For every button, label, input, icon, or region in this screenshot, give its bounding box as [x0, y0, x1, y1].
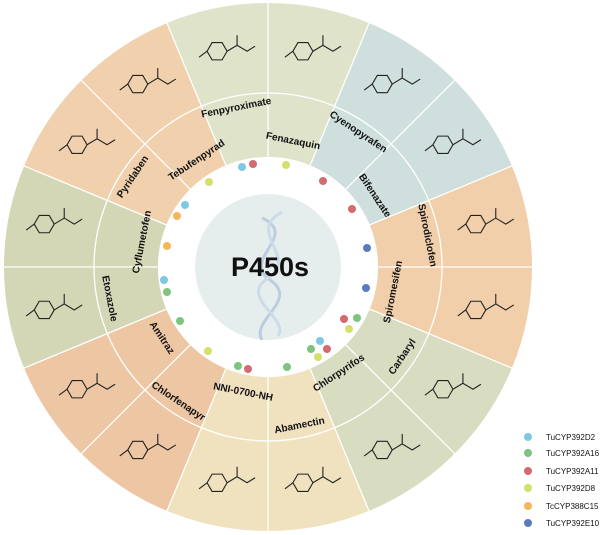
molecule-structure-icon	[119, 68, 177, 94]
legend-dot	[524, 467, 532, 475]
molecule-structure-icon	[198, 466, 256, 492]
legend-dot	[524, 519, 532, 527]
molecule-structure-icon	[457, 293, 515, 320]
dot-tucyp392a16	[176, 317, 184, 325]
dot-tccyp388c15	[163, 242, 171, 250]
sector-fenazaquin	[268, 3, 370, 166]
sector-pyridaben	[24, 80, 191, 225]
dna-icon	[257, 210, 283, 341]
molecule-structure-icon	[58, 128, 116, 154]
sector-carbaryl	[345, 309, 512, 454]
sector-chlorpyrifos	[310, 344, 455, 511]
sector-cyenopyrafen	[310, 23, 455, 190]
sector-etoxazole	[4, 267, 167, 369]
divider-line	[79, 78, 191, 190]
molecule-structure-icon	[284, 35, 342, 61]
divider-line	[21, 308, 167, 370]
legend-item: TuCYP392D2	[524, 433, 596, 442]
dot-tucyp392a16	[353, 314, 361, 322]
legend-dot	[524, 433, 532, 441]
legend-dot	[524, 484, 532, 492]
sector-cyflumetofen	[4, 165, 167, 267]
molecule-structure-icon	[119, 433, 177, 460]
center-title: P450s	[231, 252, 309, 282]
molecule-structure-icon	[25, 208, 83, 234]
dot-tucyp392d8	[204, 347, 212, 355]
legend-label: TcCYP388C15	[546, 502, 599, 511]
sector-ring	[4, 2, 532, 531]
enzyme-dots	[160, 160, 371, 373]
divider-line	[345, 78, 457, 190]
ring-divider	[93, 92, 443, 442]
divider-line	[345, 344, 457, 456]
dot-tucyp392a16	[163, 288, 171, 296]
legend-dot	[524, 449, 532, 457]
legend-label: TuCYP392D8	[546, 484, 596, 493]
divider-lines	[2, 1, 534, 533]
legend-label: TuCYP392A11	[546, 467, 599, 476]
dot-tucyp392d8	[345, 325, 353, 333]
molecule-structure-icon	[58, 373, 116, 399]
molecule-structure-icon	[363, 68, 421, 94]
divider-line	[369, 308, 515, 370]
sector-spirodiclofen	[369, 165, 532, 267]
dot-tucyp392e10	[362, 284, 370, 292]
legend-label: TuCYP392E10	[546, 519, 600, 528]
molecule-structure-icon	[424, 373, 482, 399]
dot-tucyp392e10	[363, 244, 371, 252]
legend-label: TuCYP392A16	[546, 449, 600, 458]
divider-line	[309, 368, 371, 514]
divider-line	[165, 368, 227, 514]
sector-spiromesifen	[369, 267, 532, 369]
dot-tucyp392a11	[319, 177, 327, 185]
legend-label: TuCYP392D2	[546, 433, 596, 442]
center-disc	[195, 194, 341, 340]
dot-tucyp392d8	[314, 353, 322, 361]
molecule-structure-icon	[363, 433, 421, 460]
molecule-structure-icon	[284, 466, 342, 492]
dot-tucyp392a11	[249, 160, 257, 168]
molecule-structure-icon	[457, 208, 515, 234]
molecule-structure-icon	[25, 293, 83, 320]
legend-item: TcCYP388C15	[524, 502, 599, 511]
legend-item: TuCYP392D8	[524, 484, 596, 493]
dot-tucyp392a11	[323, 345, 331, 353]
divider-line	[309, 20, 371, 166]
dot-tucyp392a11	[340, 315, 348, 323]
sector-chlorfenapyr	[81, 344, 226, 511]
legend-item: TuCYP392E10	[524, 519, 600, 528]
legend-item: TuCYP392A16	[524, 449, 600, 458]
dot-tucyp392d8	[282, 161, 290, 169]
sector-abamectin	[268, 368, 370, 531]
sector-nni-0700-nh	[166, 368, 268, 531]
dot-tucyp392d2	[238, 163, 246, 171]
molecule-structure-icon	[424, 128, 482, 154]
dot-tucyp392a11	[244, 365, 252, 373]
sector-fenpyroximate	[166, 2, 268, 166]
molecule-structure-icon	[198, 35, 256, 61]
divider-line	[165, 20, 227, 166]
legend-item: TuCYP392A11	[524, 467, 599, 476]
sector-bifenazate	[345, 80, 512, 225]
dot-tucyp392a11	[348, 205, 356, 213]
divider-line	[369, 164, 515, 226]
divider-line	[21, 164, 167, 226]
dot-tucyp392d2	[160, 276, 168, 284]
dot-tucyp392d2	[316, 337, 324, 345]
dot-tccyp388c15	[173, 212, 181, 220]
dot-tucyp392a16	[234, 362, 242, 370]
legend-dot	[524, 502, 532, 510]
dot-tucyp392d2	[181, 201, 189, 209]
divider-line	[79, 344, 191, 456]
dot-tucyp392a16	[307, 345, 315, 353]
legend: TuCYP392D2 TuCYP392A16 TuCYP392A11 TuCYP…	[524, 433, 600, 528]
dot-tucyp392d8	[205, 178, 213, 186]
dot-tucyp392a16	[283, 363, 291, 371]
sector-tebufenpyrad	[81, 23, 226, 190]
sector-amitraz	[24, 309, 191, 454]
structure-ring	[25, 35, 515, 492]
